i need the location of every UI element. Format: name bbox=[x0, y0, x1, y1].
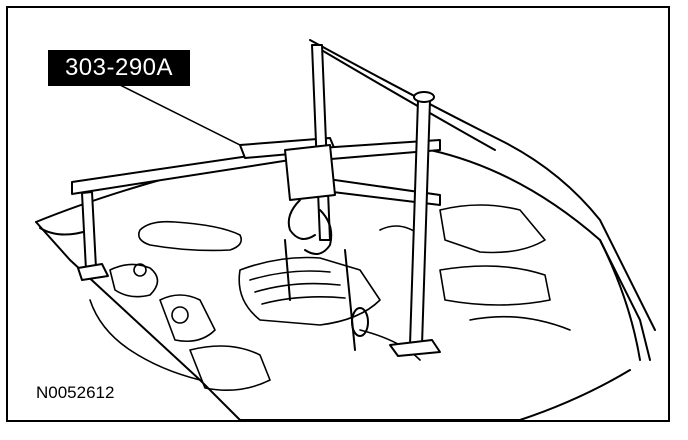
lifting-fixture bbox=[71, 44, 441, 357]
vehicle-body-outline bbox=[35, 39, 656, 421]
engine-components bbox=[89, 204, 571, 392]
tool-callout-label: 303-290A bbox=[48, 50, 190, 86]
figure-id-label: N0052612 bbox=[36, 383, 115, 402]
label-leader-line bbox=[119, 84, 261, 156]
